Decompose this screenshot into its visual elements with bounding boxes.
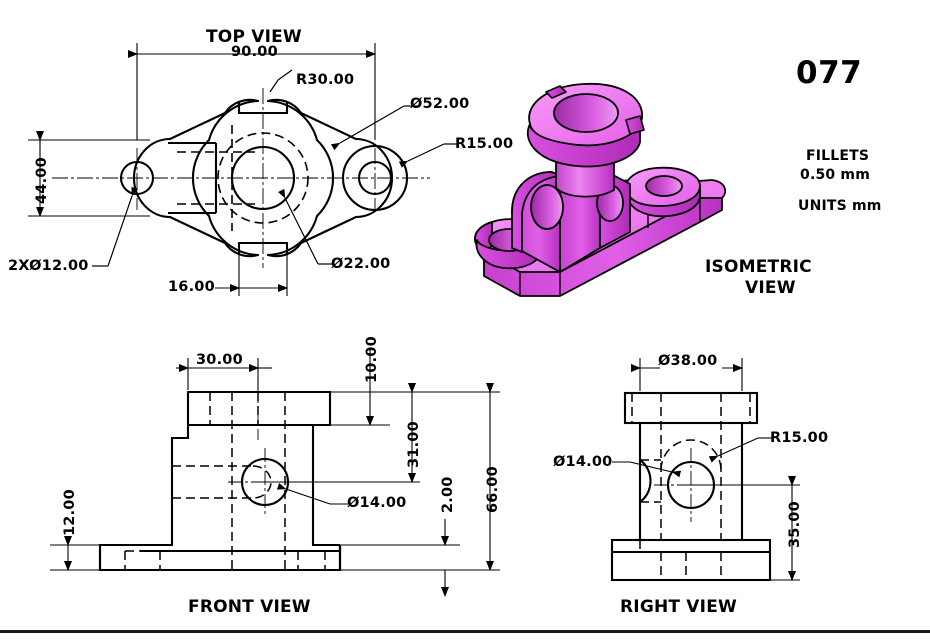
dim-front-31: 31.00 — [406, 421, 422, 468]
top-view-geometry — [28, 43, 458, 296]
dim-front-66: 66.00 — [485, 466, 501, 513]
iso-detail-edges — [519, 198, 701, 296]
iso-lug-right-rim — [627, 185, 702, 218]
iso-top-bore — [553, 93, 619, 133]
right-view-rib — [639, 459, 652, 503]
leader-2x-d12 — [107, 186, 139, 267]
dim-44-line — [28, 131, 150, 217]
dim-front-30: 30.00 — [196, 352, 243, 368]
part-number: 077 — [796, 55, 863, 91]
dim-top-16: 16.00 — [168, 279, 215, 295]
front-view-centerlines — [228, 360, 302, 516]
dim-right-r15: R15.00 — [770, 430, 829, 446]
dim-top-d52: Ø52.00 — [410, 96, 470, 112]
leader-d22 — [278, 188, 319, 265]
top-view-rib-edges — [168, 141, 218, 215]
top-view-title: TOP VIEW — [206, 27, 302, 47]
right-view-outline — [610, 391, 772, 582]
dim-front-10: 10.00 — [364, 336, 380, 383]
right-view-geometry — [610, 358, 800, 582]
front-view-outline — [98, 390, 342, 572]
iso-hole-right — [645, 175, 683, 197]
isometric-view-title-2: VIEW — [745, 278, 796, 298]
right-view-dims — [612, 358, 800, 581]
dim-top-r15: R15.00 — [455, 136, 514, 152]
iso-keyway-notch-right — [625, 115, 645, 135]
leader-d52 — [330, 105, 405, 151]
dim-front-12: 12.00 — [62, 489, 78, 536]
front-view-geometry — [50, 348, 500, 597]
front-view-title: FRONT VIEW — [188, 597, 311, 617]
dim-top-d22: Ø22.00 — [331, 256, 391, 272]
sheet-border-bottom — [0, 630, 930, 633]
leader-r30 — [277, 69, 293, 81]
dim-top-2x-d12: 2XØ12.00 — [8, 258, 89, 274]
top-view-hole-right — [357, 160, 393, 196]
top-view-hidden-rib — [177, 125, 255, 231]
note-units: UNITS mm — [798, 198, 882, 214]
dim-90-line — [128, 43, 376, 140]
dim-top-r30: R30.00 — [296, 72, 355, 88]
front-view-dims — [50, 348, 500, 597]
front-view-base — [98, 545, 342, 572]
right-view-title: RIGHT VIEW — [620, 597, 737, 617]
right-view-hidden — [631, 393, 751, 580]
dim-right-d14: Ø14.00 — [553, 454, 613, 470]
front-view-hidden — [124, 392, 326, 570]
note-fillets: FILLETS — [806, 148, 870, 164]
iso-rib-hole — [530, 184, 564, 230]
dim-top-90: 90.00 — [231, 44, 278, 60]
top-view-hidden-boss — [217, 132, 309, 224]
dim-right-35: 35.00 — [787, 501, 803, 548]
top-view-leaders — [92, 69, 458, 267]
dim-front-d14: Ø14.00 — [347, 495, 407, 511]
iso-keyway-notch-left — [545, 85, 567, 99]
dim-top-44: 44.00 — [34, 157, 50, 204]
top-view-bore — [230, 145, 296, 211]
top-view-lug-right-circle — [341, 144, 409, 212]
top-view-centerlines — [52, 88, 430, 268]
isometric-view-model — [474, 83, 727, 297]
leader-r15 — [398, 143, 445, 168]
note-fillet-value: 0.50 mm — [800, 167, 870, 183]
dim-front-2: 2.00 — [440, 476, 456, 513]
dim-16-line — [215, 243, 288, 296]
isometric-view-title-1: ISOMETRIC — [705, 257, 812, 277]
dim-right-d38: Ø38.00 — [658, 353, 718, 369]
